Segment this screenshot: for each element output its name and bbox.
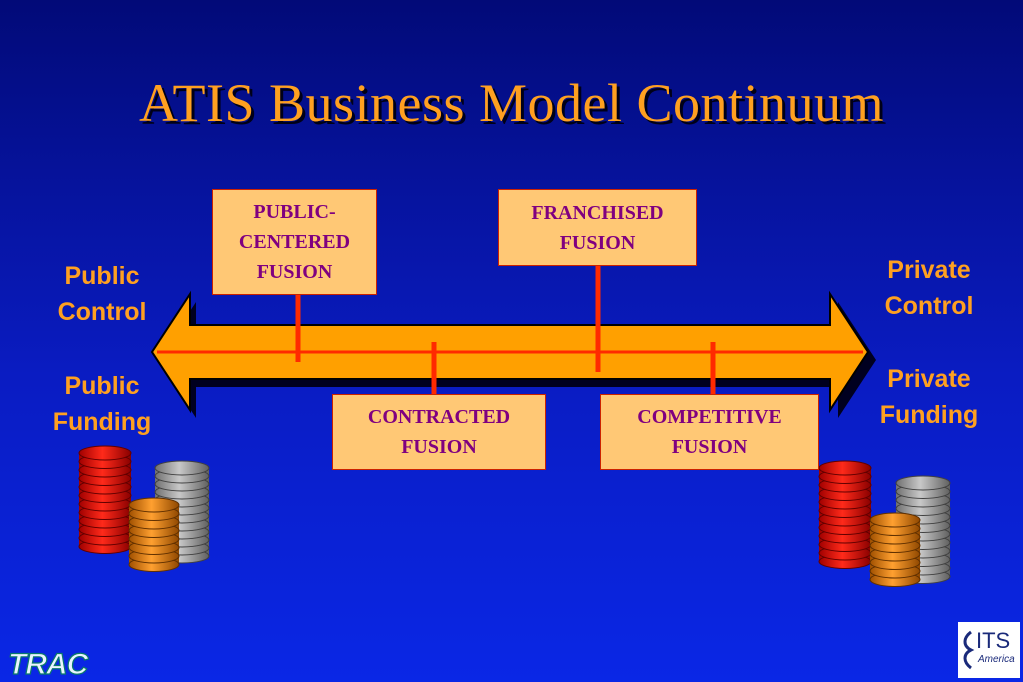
its-america-logo: ITS America bbox=[958, 622, 1020, 678]
franchised-line-1: FRANCHISED bbox=[531, 201, 664, 224]
public-control-line-2: Control bbox=[57, 298, 147, 326]
public-funding-line-2: Funding bbox=[52, 408, 152, 436]
public-control-line-1: Public bbox=[64, 262, 140, 290]
trac-logo-text: TRAC bbox=[8, 648, 90, 680]
coin-top bbox=[128, 497, 180, 513]
box-contracted-fusion: CONTRACTED FUSION bbox=[332, 394, 546, 470]
coin-top bbox=[869, 512, 921, 528]
coin-top bbox=[895, 475, 951, 491]
public-control-label: Public Control bbox=[38, 258, 166, 330]
its-logo-text: ITS bbox=[976, 628, 1011, 653]
public-funding-line-1: Public bbox=[64, 372, 140, 400]
private-control-line-1: Private bbox=[887, 256, 971, 284]
box-public-centered-fusion: PUBLIC- CENTERED FUSION bbox=[212, 189, 377, 295]
public-centered-line-1: PUBLIC- bbox=[253, 201, 336, 223]
its-logo-subtext: America bbox=[978, 654, 1015, 665]
public-funding-label: Public Funding bbox=[38, 368, 166, 440]
continuum-arrow bbox=[150, 290, 876, 418]
competitive-line-1: COMPETITIVE bbox=[637, 406, 782, 428]
box-franchised-fusion: FRANCHISED FUSION bbox=[498, 189, 697, 266]
page-title: ATIS Business Model Continuum bbox=[138, 73, 885, 133]
private-funding-line-1: Private bbox=[887, 365, 971, 393]
contracted-line-2: FUSION bbox=[401, 436, 477, 458]
trac-logo: TRAC bbox=[7, 647, 91, 680]
coin-top bbox=[818, 460, 872, 476]
private-funding-label: Private Funding bbox=[864, 361, 994, 433]
private-control-line-2: Control bbox=[884, 292, 974, 320]
competitive-line-2: FUSION bbox=[671, 436, 748, 458]
contracted-line-1: CONTRACTED bbox=[367, 406, 511, 428]
box-competitive-fusion: COMPETITIVE FUSION bbox=[600, 394, 819, 470]
private-control-label: Private Control bbox=[864, 252, 994, 324]
public-funding-coins-icon bbox=[78, 445, 210, 572]
private-funding-coins-icon bbox=[818, 460, 951, 587]
private-funding-line-2: Funding bbox=[879, 401, 979, 429]
coin-top bbox=[78, 445, 132, 461]
public-centered-line-2: CENTERED bbox=[238, 231, 351, 253]
its-logo-mark-icon bbox=[963, 630, 975, 670]
coin-top bbox=[154, 460, 210, 476]
franchised-line-2: FUSION bbox=[559, 231, 636, 254]
public-centered-line-3: FUSION bbox=[256, 261, 333, 283]
